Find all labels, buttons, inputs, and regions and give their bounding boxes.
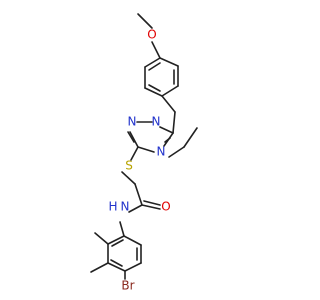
s-ch2-bond (121, 171, 136, 185)
ethyl-bond-2 (183, 127, 198, 148)
ring1-bond-4 (144, 87, 163, 97)
amide-c-n-bond (128, 204, 143, 213)
amide-n-aryl-bond (119, 221, 125, 237)
triazole-bond-c3-n2 (129, 131, 139, 148)
thioether-sulfur-label: S (125, 159, 133, 173)
methoxy-o-aryl-bond (151, 41, 161, 59)
amide-nitrogen-label: N (121, 200, 130, 214)
carbonyl-oxygen-label: O (161, 200, 170, 214)
bromine-label: Br (121, 279, 134, 293)
ring2-bond-4 (107, 262, 126, 272)
molecule-structure: O N N N S O N H Br (90, 13, 198, 293)
atom-layer: O N N N S O N H Br (108, 28, 170, 293)
triazole-s-bond (130, 146, 139, 161)
ring2-bond-6 (107, 235, 125, 245)
methoxy-methyl-bond (137, 13, 153, 29)
methoxy-oxygen-label: O (147, 28, 156, 42)
methyl-2-bond (90, 262, 109, 273)
molecule-diagram: O N N N S O N H Br (90, 13, 198, 293)
triazole-n1-label: N (152, 115, 161, 129)
carbonyl-bond-2 (143, 200, 161, 206)
triazole-n4-label: N (157, 145, 166, 159)
triazole-n2-label: N (128, 115, 137, 129)
ring2-bond-1 (123, 235, 142, 246)
ring2-double-3 (111, 239, 124, 247)
ring2-bond-3 (124, 262, 142, 272)
ring1-bond-1 (159, 57, 179, 67)
benzyl-ch2-bond-1 (161, 95, 176, 113)
ring1-bond-6 (144, 57, 161, 68)
ring1-double-3 (148, 62, 161, 71)
benzyl-ch2-bond-2 (172, 111, 176, 134)
ethyl-bond-1 (168, 146, 185, 158)
ring2-double-2 (110, 259, 123, 267)
triazole-bond-n1-c5 (159, 126, 174, 134)
triazole-bond-n4-c3 (137, 146, 155, 153)
triazole-double-1 (164, 137, 171, 143)
ch2-carbonyl-bond (134, 183, 143, 206)
bond-layer (90, 13, 198, 280)
carbonyl-bond-1 (141, 204, 161, 210)
ring1-double-2 (148, 84, 161, 92)
amide-hydrogen-label: H (108, 200, 117, 214)
ring1-bond-3 (161, 85, 179, 97)
methyl-1-bond (94, 232, 109, 245)
triazole-double-2 (127, 131, 135, 143)
